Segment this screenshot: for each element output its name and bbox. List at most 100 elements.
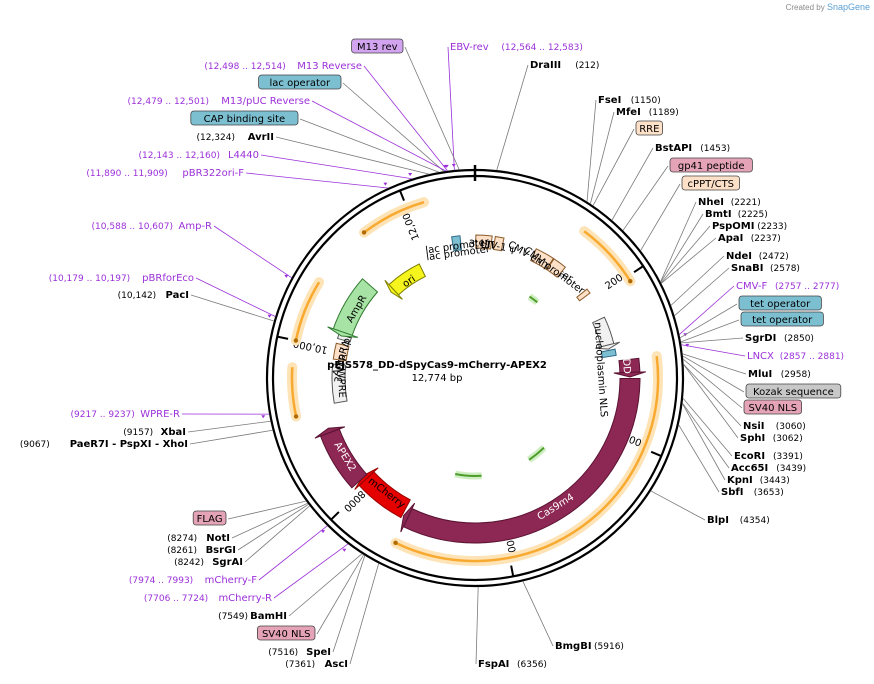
feature-label: 3' LTR bbox=[468, 239, 498, 252]
site-name: SnaBI bbox=[731, 263, 763, 274]
leader-line bbox=[682, 398, 733, 457]
site-position: (7516) bbox=[268, 648, 298, 658]
feature-lac-promoter bbox=[451, 235, 462, 252]
leader-line bbox=[661, 237, 717, 284]
callout-feature: gp41 peptide bbox=[622, 157, 753, 231]
site-name: KpnI bbox=[727, 475, 753, 486]
callout-site: SbfI(3653) bbox=[678, 424, 784, 498]
feature-label: DD bbox=[620, 358, 632, 375]
site-position: (8261) bbox=[167, 546, 197, 556]
callout-site: BamHI(7549) bbox=[218, 553, 363, 622]
site-name: PacI bbox=[166, 290, 189, 301]
site-name: BsrGI bbox=[206, 545, 236, 556]
feature-cmv-promoter bbox=[546, 258, 567, 278]
feature-label: CMV promoter bbox=[522, 245, 587, 297]
callout-site: NsiI(3060) bbox=[683, 364, 806, 432]
leader-line bbox=[260, 154, 413, 180]
leader-line bbox=[245, 172, 388, 189]
callout-site: SpeI(7516) bbox=[268, 555, 366, 658]
callout-site: EcoRI(3391) bbox=[682, 398, 803, 462]
callout-site: ApaI(2237) bbox=[661, 233, 781, 284]
site-name: PaeR7I - PspXI - XhoI bbox=[70, 439, 188, 450]
feature-label-text: M13 rev bbox=[357, 42, 398, 53]
leader-line bbox=[660, 225, 711, 284]
feature-3-ltr bbox=[475, 234, 493, 250]
leader-line bbox=[187, 420, 271, 433]
site-position: (212) bbox=[575, 61, 599, 71]
feature-arc-end bbox=[361, 230, 367, 235]
leader-line bbox=[683, 364, 739, 439]
feature-label-text: tet operator bbox=[750, 299, 811, 310]
site-name: SphI bbox=[740, 433, 765, 444]
site-position: (8242) bbox=[174, 558, 204, 568]
feature-label-text: cPPT/CTS bbox=[688, 179, 734, 190]
site-position: (9217 .. 9237) bbox=[71, 410, 135, 420]
site-name: PspOMI bbox=[712, 221, 754, 232]
callout-site: SgrDI(2850) bbox=[680, 333, 814, 344]
site-position: (1453) bbox=[700, 144, 730, 154]
callout-site: MfeI(1189) bbox=[589, 107, 679, 204]
tick-mark bbox=[277, 335, 289, 340]
leader-line bbox=[622, 165, 669, 231]
site-position: (6356) bbox=[517, 660, 547, 670]
leader-line bbox=[660, 213, 704, 283]
leader-line bbox=[683, 364, 742, 427]
site-position: (8274) bbox=[167, 534, 197, 544]
site-position: (3060) bbox=[776, 422, 806, 432]
site-name: XbaI bbox=[161, 427, 186, 438]
leader-line bbox=[275, 136, 430, 175]
callout-primer: Amp-R(10,588 .. 10,607) bbox=[92, 221, 292, 279]
leader-line bbox=[299, 118, 439, 173]
feature-label-box bbox=[635, 120, 664, 136]
leader-line bbox=[679, 285, 735, 335]
feature-label-box bbox=[258, 74, 342, 90]
site-name: DraIII bbox=[530, 60, 561, 71]
site-name: Amp-R bbox=[179, 221, 213, 232]
tick-mark bbox=[399, 190, 405, 202]
feature-wpre bbox=[331, 363, 348, 404]
site-name: EBV-rev bbox=[450, 42, 489, 53]
leader-line bbox=[682, 353, 747, 375]
callout-feature: tet operator bbox=[680, 311, 824, 343]
leader-line bbox=[586, 99, 597, 202]
site-position: (5916) bbox=[594, 642, 624, 652]
site-name: LNCX bbox=[747, 351, 774, 362]
tick-label: 8000 bbox=[341, 488, 367, 514]
site-position: (3653) bbox=[754, 488, 784, 498]
leader-line bbox=[592, 128, 635, 206]
site-name: L4440 bbox=[228, 150, 259, 161]
site-position: (10,179 .. 10,197) bbox=[49, 274, 130, 284]
leader-line bbox=[316, 554, 364, 635]
feature-ori bbox=[388, 263, 427, 296]
site-position: (12,498 .. 12,514) bbox=[204, 62, 285, 72]
site-position: (4354) bbox=[740, 516, 770, 526]
site-name: BlpI bbox=[707, 515, 729, 526]
site-position: (2850) bbox=[784, 334, 814, 344]
feature-label-text: gp41 peptide bbox=[678, 161, 745, 172]
feature-label-text: Kozak sequence bbox=[753, 387, 834, 398]
callout-site: Acc65I(3439) bbox=[682, 402, 806, 474]
feature-arc-end bbox=[293, 414, 299, 419]
green-arc-line bbox=[528, 295, 538, 304]
leader-line bbox=[681, 344, 746, 357]
site-position: (10,142) bbox=[118, 291, 157, 301]
callout-feature: M13 rev bbox=[351, 38, 460, 170]
site-name: Acc65I bbox=[731, 463, 768, 474]
feature-label-text: tet operator bbox=[752, 315, 813, 326]
site-position: (2221) bbox=[731, 198, 761, 208]
callout-site: SgrAI(8242) bbox=[174, 505, 310, 568]
leader-line bbox=[475, 586, 479, 665]
primer-marker bbox=[443, 165, 448, 169]
callout-site: SphI(3062) bbox=[683, 364, 803, 444]
leader-line bbox=[670, 255, 725, 306]
primer-marker bbox=[261, 415, 266, 419]
callout-feature: SV40 NLS bbox=[256, 554, 364, 641]
tick-mark bbox=[650, 450, 662, 457]
leader-line bbox=[231, 502, 308, 539]
callout-site: MluI(2958) bbox=[682, 353, 811, 380]
feature-label-text: FLAG bbox=[197, 514, 223, 525]
callout-site: PspOMI(2233) bbox=[660, 221, 787, 284]
site-position: (1150) bbox=[631, 96, 661, 106]
site-name: BstAPI bbox=[655, 143, 692, 154]
created-by-credit: Created by SnapGene bbox=[786, 2, 870, 12]
